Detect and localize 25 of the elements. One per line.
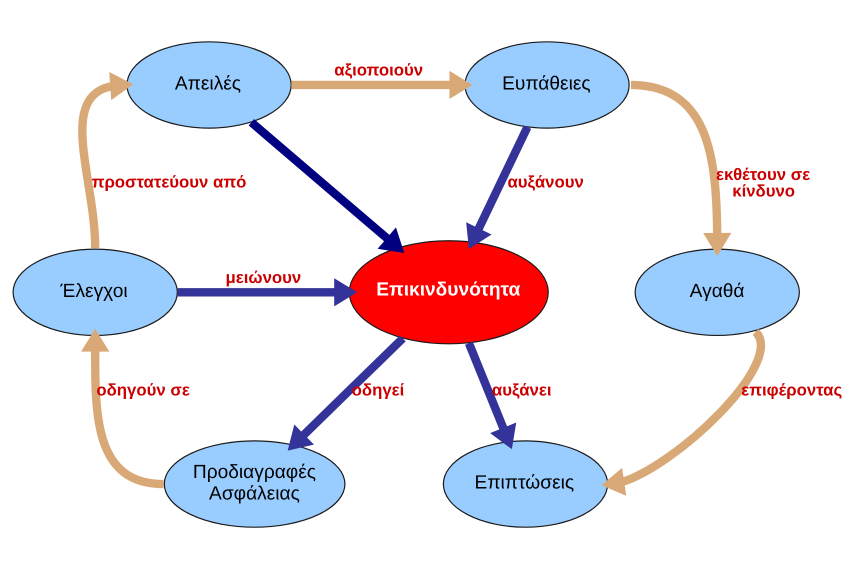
arrow	[288, 334, 406, 450]
arrow	[630, 80, 732, 256]
arrow	[465, 341, 516, 449]
node-ellipse: Απειλές	[126, 40, 292, 128]
edge-label: επιφέροντας	[741, 380, 842, 400]
edge-label: εκθέτουν σε κίνδυνο	[716, 164, 810, 200]
edge-label: αυξάνουν	[508, 172, 584, 192]
arrow	[291, 70, 472, 99]
arrow	[248, 118, 404, 253]
arrow	[178, 278, 358, 306]
edge-label: αξιοποιούν	[334, 60, 424, 80]
arrow	[81, 328, 164, 488]
edge-label: οδηγεί	[352, 380, 404, 400]
edge-label: μειώνουν	[226, 267, 302, 286]
edge-label: οδηγούν σε	[96, 380, 190, 400]
node-ellipse: Επικινδυνότητα	[348, 240, 549, 344]
node-ellipse: Προδιαγραφές Ασφάλειας	[164, 440, 346, 528]
arrow	[78, 71, 134, 248]
edge-label: αυξάνει	[492, 380, 552, 400]
node-ellipse: Ευπάθειες	[464, 40, 630, 128]
edge-label: προστατεύουν από	[92, 172, 246, 192]
node-ellipse: Αγαθά	[634, 248, 800, 336]
node-ellipse: Έλεγχοι	[12, 248, 178, 336]
arrow	[466, 124, 532, 249]
node-ellipse: Επιπτώσεις	[442, 440, 608, 528]
